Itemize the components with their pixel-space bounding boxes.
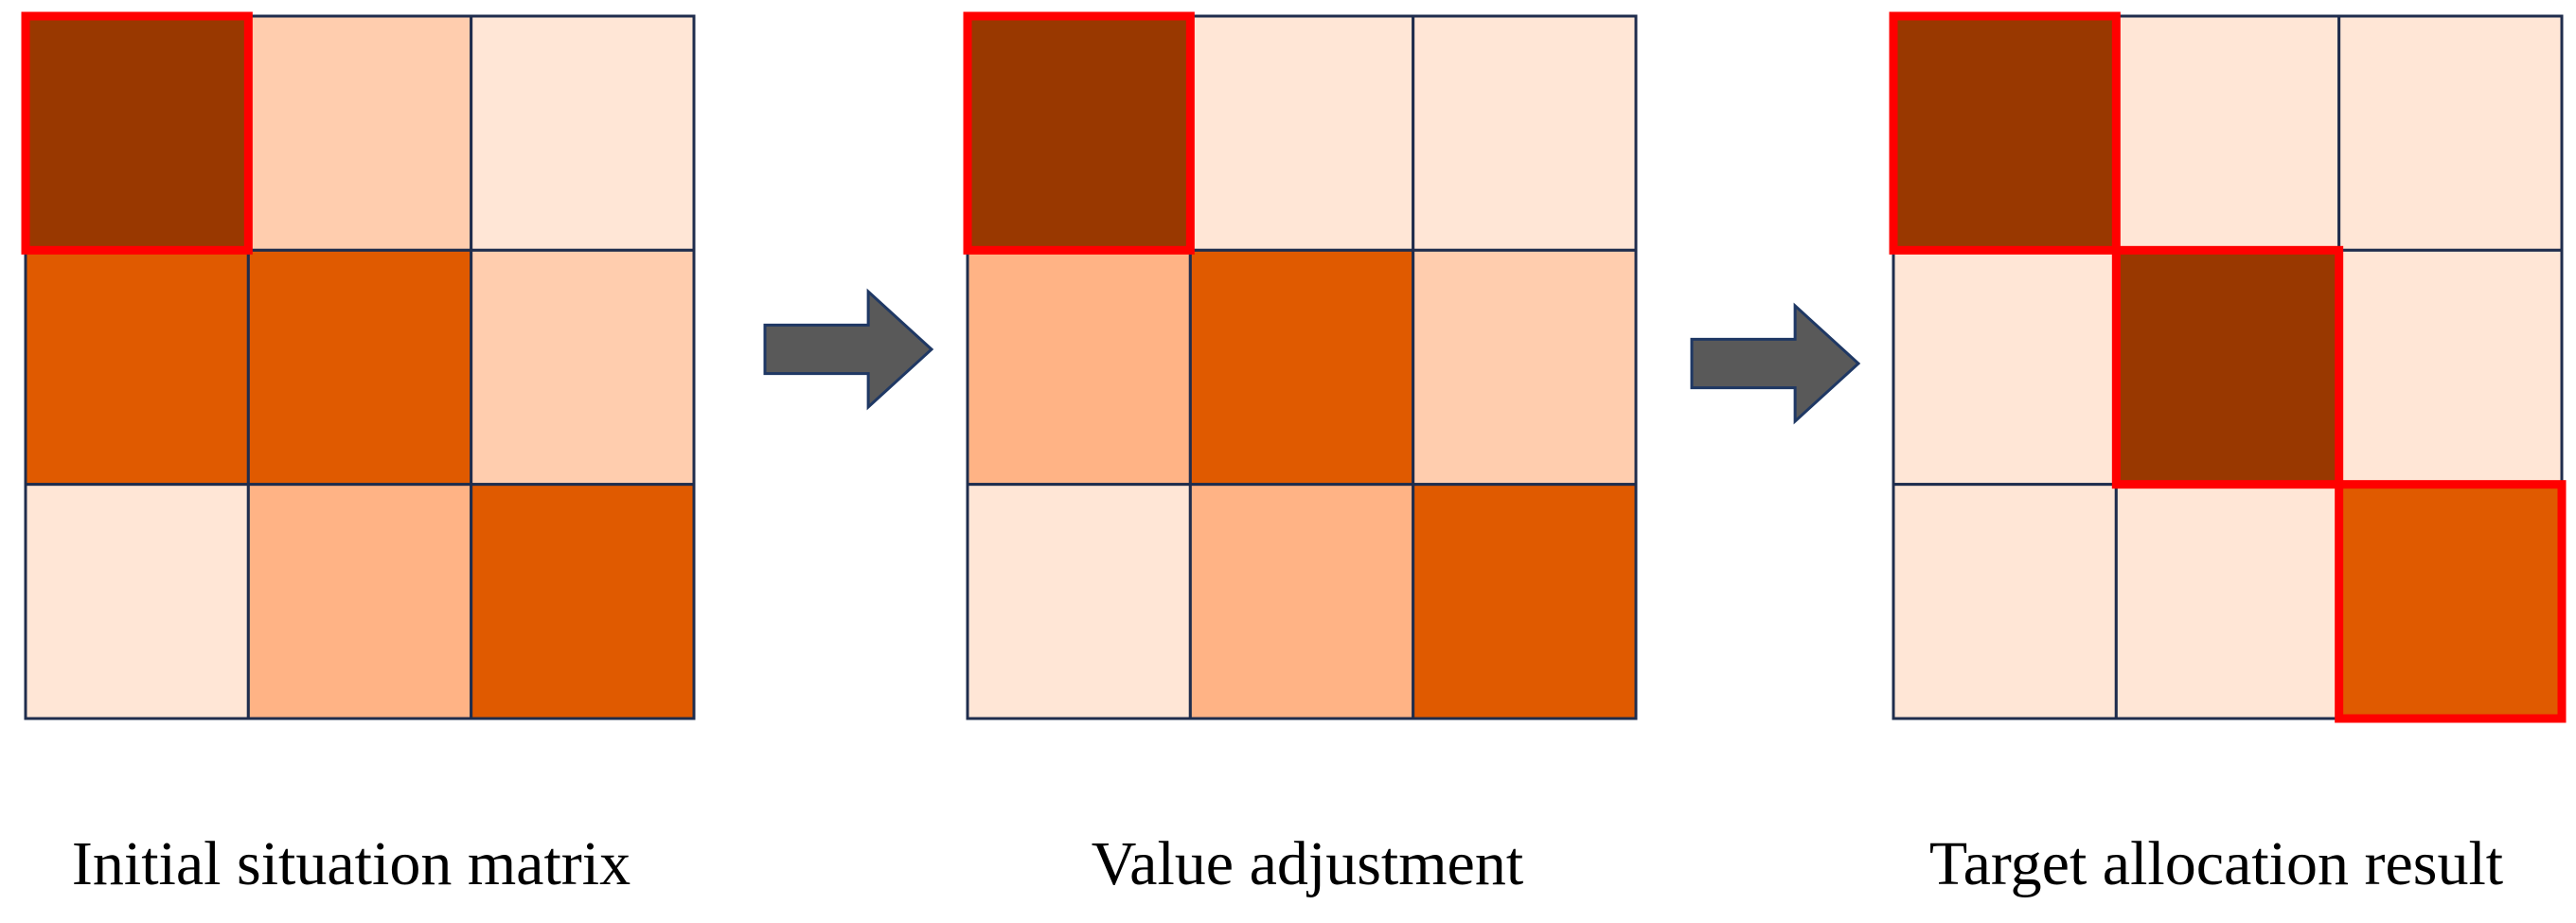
matrix-cell	[1188, 483, 1415, 720]
matrix-cell	[246, 483, 473, 720]
matrix-cell	[1188, 248, 1415, 487]
target-allocation-matrix	[1889, 11, 2567, 723]
matrix-cell	[24, 14, 250, 252]
matrix-cell	[470, 14, 696, 252]
highlighted-cell	[2111, 245, 2344, 489]
matrix-cell	[1892, 248, 2118, 487]
matrix-cell	[966, 248, 1192, 487]
highlighted-cell	[1889, 11, 2121, 255]
initial-situation-matrix	[21, 11, 696, 720]
matrix-cell	[1412, 483, 1638, 720]
matrix-cell	[1188, 14, 1415, 252]
matrix-cell	[1892, 14, 2118, 252]
arrow-right-icon	[763, 288, 934, 411]
highlighted-cell	[21, 11, 253, 255]
highlighted-cell	[963, 11, 1195, 255]
matrix-cell	[2114, 248, 2341, 487]
matrix-cell	[2337, 248, 2564, 487]
matrix-cell	[24, 248, 250, 487]
matrix-cell	[2337, 483, 2564, 720]
matrix-cell	[2337, 14, 2564, 252]
matrix-cell	[966, 483, 1192, 720]
matrix-cell	[246, 248, 473, 487]
matrix-cell	[2114, 483, 2341, 720]
matrix-cell	[246, 14, 473, 252]
matrix-cell	[1412, 248, 1638, 487]
caption-target-allocation-result: Target allocation result	[1928, 829, 2504, 898]
caption-value-adjustment: Value adjustment	[1091, 829, 1524, 898]
caption-initial-situation-matrix: Initial situation matrix	[71, 829, 631, 898]
value-adjustment-matrix	[963, 11, 1638, 720]
matrix-cell	[1892, 483, 2118, 720]
arrow-right-icon	[1690, 302, 1861, 425]
matrix-cell	[470, 248, 696, 487]
matrix-cell	[2114, 14, 2341, 252]
highlighted-cell	[2335, 480, 2567, 723]
matrix-cell	[24, 483, 250, 720]
matrix-cell	[1412, 14, 1638, 252]
matrix-cell	[470, 483, 696, 720]
matrix-cell	[966, 14, 1192, 252]
